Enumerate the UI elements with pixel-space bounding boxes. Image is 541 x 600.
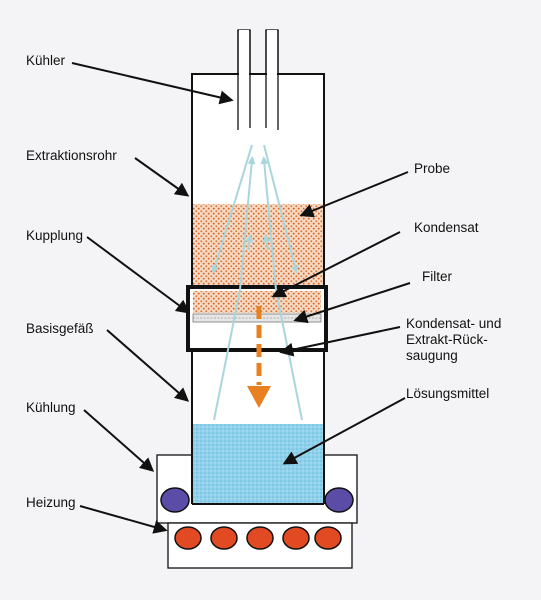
label-kondensat-ruecksaugung-1: Kondensat- und <box>406 316 502 331</box>
label-kondensat-ruecksaugung-3: saugung <box>406 348 458 363</box>
label-heizung: Heizung <box>26 495 76 510</box>
label-kupplung: Kupplung <box>26 228 84 243</box>
leader-arrows <box>71 62 411 534</box>
downward-dashed-arrow-icon <box>247 306 271 408</box>
label-probe: Probe <box>414 161 451 176</box>
label-kuehlung: Kühlung <box>26 400 76 415</box>
label-loesungsmittel: Lösungsmittel <box>406 386 490 401</box>
sample-region <box>193 204 323 286</box>
label-basisgefaess: Basisgefäß <box>26 321 94 336</box>
label-kuehler: Kühler <box>26 53 66 68</box>
label-kondensat: Kondensat <box>414 220 479 235</box>
cooling-ball-right <box>324 487 354 513</box>
label-kondensat-ruecksaugung-2: Extrakt-Rück- <box>406 332 488 347</box>
condensate-layer <box>193 291 321 313</box>
cooling-ball-left <box>160 487 190 513</box>
label-extraktionsrohr: Extraktionsrohr <box>26 148 117 163</box>
label-filter: Filter <box>422 269 452 284</box>
heating-elements <box>174 526 342 550</box>
